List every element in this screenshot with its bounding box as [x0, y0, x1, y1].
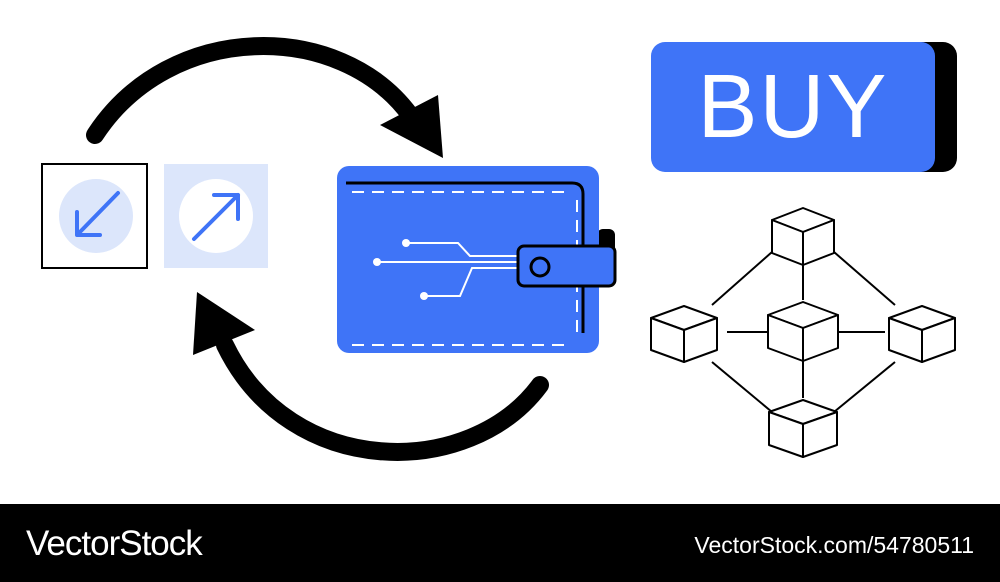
cycle-arrow-top-icon [86, 37, 443, 158]
block-top [771, 207, 835, 266]
block-bottom [768, 399, 838, 458]
footer-bar: VectorStock VectorStock.com/54780511 [0, 504, 1000, 582]
brand-logo-text: VectorStock [26, 524, 203, 563]
arrow-down-left-icon [41, 163, 148, 269]
buy-button[interactable]: BUY [651, 42, 935, 172]
arrow-up-right-icon [164, 164, 268, 268]
blockchain-network-icon [650, 207, 956, 458]
image-id-text: VectorStock.com/54780511 [694, 532, 974, 558]
block-left [650, 305, 718, 363]
cycle-arrow-bottom-icon [193, 292, 549, 461]
block-center [767, 301, 839, 362]
block-right [888, 305, 956, 363]
illustration [41, 37, 956, 461]
crypto-wallet-icon [337, 166, 617, 353]
